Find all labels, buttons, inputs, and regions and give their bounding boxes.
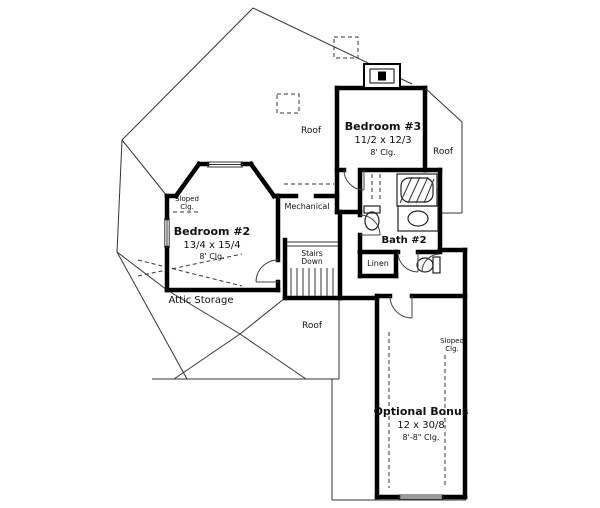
attic-storage-label: Attic Storage <box>168 295 233 306</box>
bonus-ceiling-label: 8'-8" Clg. <box>403 433 440 442</box>
door-arcs <box>255 169 441 319</box>
door-arc <box>359 214 381 236</box>
chimney-icon <box>363 63 401 89</box>
stairs-label: Stairs <box>301 249 322 258</box>
skylight-icon <box>333 36 359 59</box>
door-arc <box>389 295 413 319</box>
sloped-ceiling-label: Clg. <box>180 203 194 211</box>
door-arc <box>397 251 419 273</box>
bedroom3-ceiling-label: 8' Clg. <box>370 148 395 157</box>
bathtub-icon <box>396 173 438 207</box>
roof-label-right: Roof <box>433 147 454 157</box>
linen-label: Linen <box>367 259 389 268</box>
dashed-ceiling-lines <box>137 36 446 488</box>
bedroom2-dims-label: 13/4 x 15/4 <box>183 240 240 251</box>
sink-vanity-icon <box>397 205 439 232</box>
sloped-ceiling-label: Sloped <box>440 337 464 345</box>
bedroom3-name-label: Bedroom #3 <box>345 120 421 133</box>
toilet-icon <box>416 256 441 274</box>
bonus-name-label: Optional Bonus <box>374 405 469 418</box>
staircase <box>287 241 338 296</box>
roof-outline-lines <box>116 7 466 501</box>
mechanical-label: Mechanical <box>284 202 329 211</box>
roof-label-bottom: Roof <box>302 321 323 331</box>
door-arc <box>255 259 279 283</box>
door-arc <box>421 253 441 273</box>
wall-layer <box>164 85 468 500</box>
skylight-icon <box>276 93 300 114</box>
bedroom2-name-label: Bedroom #2 <box>174 225 250 238</box>
bath2-label: Bath #2 <box>381 235 426 246</box>
bedroom2-ceiling-label: 8' Clg. <box>199 252 224 261</box>
door-arc <box>343 169 365 191</box>
sloped-ceiling-label: Clg. <box>445 345 459 353</box>
bedroom3-dims-label: 11/2 x 12/3 <box>354 135 411 146</box>
stairs-down-label: Down <box>301 257 322 266</box>
label-layer: Bedroom #3 11/2 x 12/3 8' Clg. Roof Roof… <box>168 120 468 442</box>
bonus-dims-label: 12 x 30/8 <box>397 420 444 431</box>
roof-label-top: Roof <box>301 126 322 136</box>
sloped-ceiling-label: Sloped <box>175 195 199 203</box>
stair-treads <box>290 268 334 296</box>
window-icon <box>164 161 444 500</box>
toilet-icon <box>363 205 381 231</box>
